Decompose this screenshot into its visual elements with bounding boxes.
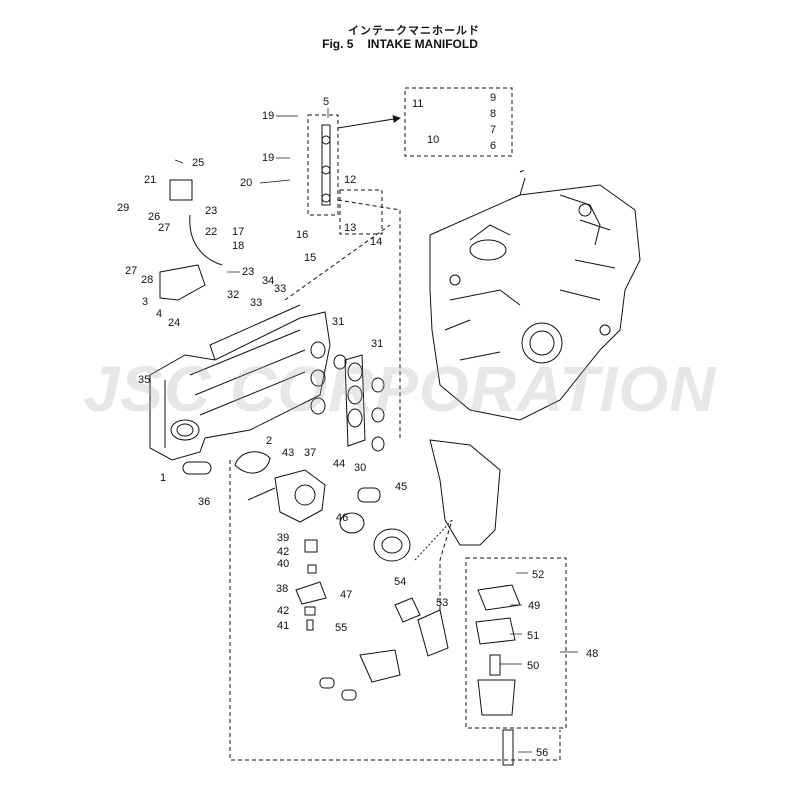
callout-label: 29 — [117, 202, 130, 214]
pointer-arrow-to-inset — [337, 115, 401, 129]
callout-label: 56 — [536, 747, 549, 759]
throttle-body — [234, 451, 326, 523]
callout-label: 18 — [232, 240, 245, 252]
part-53-54-bracket — [319, 597, 449, 701]
title-japanese: インテークマニホールド — [348, 25, 480, 37]
callout-label: 20 — [240, 177, 253, 189]
group-box-part-12 — [339, 189, 383, 235]
figure-name: INTAKE MANIFOLD — [367, 37, 478, 51]
callout-label: 34 — [262, 275, 275, 287]
callout-label: 33 — [274, 283, 287, 295]
callout-label: 4 — [156, 308, 163, 320]
fuel-rail — [321, 124, 331, 206]
callout-leaders — [172, 108, 578, 753]
callout-label: 12 — [344, 174, 357, 186]
callout-label: 47 — [340, 589, 353, 601]
callout-label: 1 — [160, 472, 167, 484]
part-48-components — [475, 584, 521, 766]
callout-label: 19 — [262, 110, 275, 122]
callout-label: 6 — [490, 140, 497, 152]
callout-label: 41 — [277, 620, 290, 632]
callout-label: 27 — [125, 265, 138, 277]
callout-label: 22 — [205, 226, 218, 238]
callout-label: 23 — [205, 205, 218, 217]
callout-label: 19 — [262, 152, 275, 164]
sensor-bracket — [159, 179, 223, 301]
callout-label: 37 — [304, 447, 317, 459]
idle-speed-control-parts — [295, 539, 327, 631]
watermark-text: JSC CORPORATION — [83, 353, 717, 425]
callout-label: 44 — [333, 458, 346, 470]
o-ring-set-31 — [310, 341, 385, 452]
callout-label: 10 — [427, 134, 440, 146]
callout-label: 16 — [296, 229, 309, 241]
callout-label: 14 — [370, 236, 383, 248]
callout-label: 25 — [192, 157, 205, 169]
callout-label: 53 — [436, 597, 449, 609]
intake-silencer — [339, 439, 501, 562]
callout-label: 36 — [198, 496, 211, 508]
callout-label: 30 — [354, 462, 367, 474]
callout-label: 42 — [277, 605, 290, 617]
group-box-part-48 — [465, 557, 567, 729]
callout-label: 15 — [304, 252, 317, 264]
callout-label: 51 — [527, 630, 540, 642]
callout-label: 35 — [138, 374, 151, 386]
connection-lines — [229, 169, 561, 761]
callout-label: 27 — [158, 222, 171, 234]
callout-label: 9 — [490, 92, 497, 104]
callout-label: 17 — [232, 226, 245, 238]
callout-label: 42 — [277, 546, 290, 558]
callout-label: 39 — [277, 532, 290, 544]
gasket-plate — [344, 354, 366, 447]
callout-label: 24 — [168, 317, 181, 329]
figure-title: Fig. 5 INTAKE MANIFOLD — [0, 37, 800, 51]
inset-box-fuel-rail-detail — [404, 87, 513, 157]
callout-label: 40 — [277, 558, 290, 570]
callout-label: 33 — [250, 297, 263, 309]
callout-label: 45 — [395, 481, 408, 493]
callout-label: 31 — [332, 316, 345, 328]
callout-label: 43 — [282, 447, 295, 459]
callout-label: 52 — [532, 569, 545, 581]
intake-manifold-body — [149, 304, 331, 461]
callout-label: 55 — [335, 622, 348, 634]
hose-36 — [182, 461, 212, 475]
callout-label: 13 — [344, 222, 357, 234]
callout-label: 8 — [490, 108, 497, 120]
callout-label: 3 — [142, 296, 149, 308]
engine-block — [429, 177, 641, 421]
group-box-fuel-rail — [307, 114, 339, 216]
callout-label: 48 — [586, 648, 599, 660]
callout-label: 21 — [144, 174, 157, 186]
figure-number: Fig. 5 — [322, 37, 354, 51]
callout-label: 11 — [412, 98, 424, 110]
callout-label: 28 — [141, 274, 154, 286]
callout-label: 54 — [394, 576, 407, 588]
callout-label: 5 — [323, 96, 330, 108]
callout-label: 32 — [227, 289, 240, 301]
callout-label: 49 — [528, 600, 541, 612]
callout-label: 7 — [490, 124, 497, 136]
callout-label: 2 — [266, 435, 273, 447]
callout-label: 38 — [276, 583, 289, 595]
callout-label: 26 — [148, 211, 161, 223]
callout-label: 31 — [371, 338, 384, 350]
callout-label: 46 — [336, 512, 349, 524]
callout-label: 50 — [527, 660, 540, 672]
callout-label: 23 — [242, 266, 255, 278]
